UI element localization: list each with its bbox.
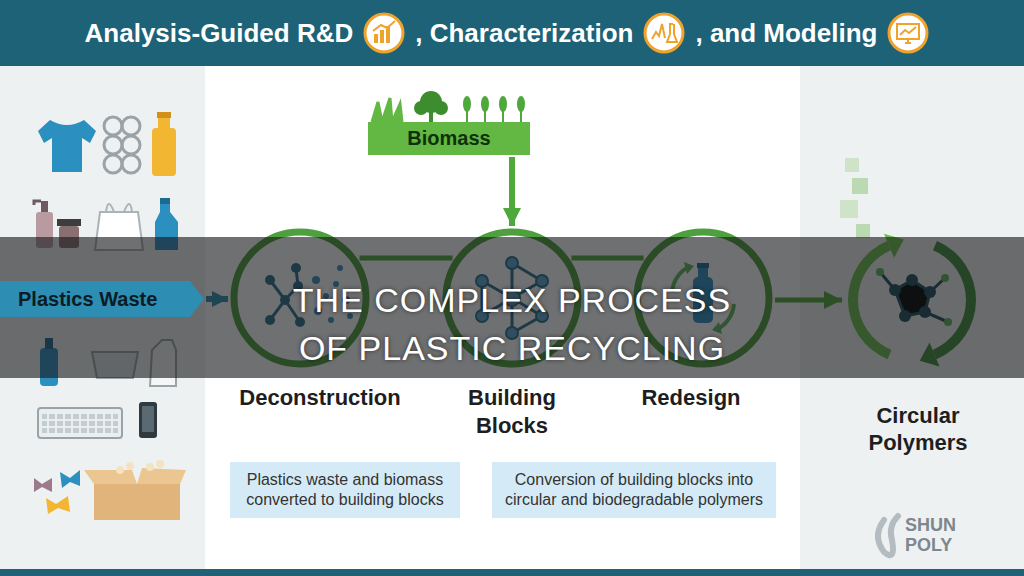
background (0, 569, 1024, 576)
plastic-items (160, 198, 170, 204)
plastic-items (57, 219, 81, 226)
plastic-items (34, 201, 41, 205)
plastic-items (94, 484, 180, 520)
stage-label: Building Blocks (447, 384, 577, 440)
title-bar: Analysis-Guided R&D , Characterization ,… (0, 0, 1024, 66)
stage-label: Redesign (641, 384, 740, 411)
modeling-icon (889, 14, 927, 52)
plastic-items (38, 408, 122, 438)
biomass-plants (499, 96, 507, 112)
analysis-icon (373, 21, 395, 31)
description-box: Plastics waste and biomass converted to … (230, 462, 460, 518)
biomass-plants (372, 98, 402, 122)
description-text: Plastics waste and biomass converted to … (240, 470, 450, 510)
plastic-items (46, 496, 70, 514)
faded-squares (856, 224, 870, 238)
box-label: Biomass (407, 127, 490, 150)
background (0, 0, 1024, 66)
output-label: Circular Polymers (843, 402, 993, 456)
plastic-items (104, 155, 122, 173)
plastic-items (38, 120, 96, 172)
analysis-icon (374, 34, 378, 43)
watermark-logo (878, 516, 898, 555)
plastic-items (60, 470, 80, 488)
faded-squares (840, 158, 870, 238)
plastic-items (104, 117, 122, 135)
band-label: Plastics Waste (0, 281, 157, 317)
biomass-plants (414, 101, 428, 115)
flow-connector (509, 157, 515, 226)
plastic-items (126, 462, 134, 470)
characterization-icon (645, 14, 683, 52)
title-part: Analysis-Guided R&D (85, 18, 354, 49)
characterization-icon (643, 12, 685, 54)
plastic-items (146, 463, 154, 471)
plastic-items (157, 112, 171, 118)
description-box: Conversion of building blocks into circu… (492, 462, 776, 518)
plastic-items (139, 402, 157, 438)
plastic-items (152, 128, 176, 176)
modeling-icon (887, 12, 929, 54)
overlay-caption: OF PLASTIC RECYCLING (299, 328, 725, 368)
plastic-items (106, 204, 132, 212)
input-arrow-band: Plastics Waste (0, 281, 204, 317)
plastic-items (104, 117, 140, 173)
plastic-items (42, 412, 118, 434)
characterization-icon (667, 24, 677, 42)
watermark: SHUN POLY (905, 515, 971, 555)
overlay-caption: THE COMPLEX PROCESS (293, 280, 731, 320)
plastic-items (122, 136, 140, 154)
biomass-plants (463, 96, 525, 122)
plastic-items (122, 117, 140, 135)
band-arrow (0, 281, 204, 317)
biomass-plants (463, 96, 471, 112)
modeling-icon (900, 27, 916, 43)
faded-squares (852, 178, 868, 194)
faded-squares (840, 200, 858, 218)
plastic-items (84, 468, 186, 484)
analysis-icon (363, 12, 405, 54)
source-box: Biomass (368, 122, 530, 155)
title-part: , and Modeling (695, 18, 877, 49)
plastic-items (156, 460, 164, 468)
biomass-plants (434, 101, 448, 115)
biomass-plants (372, 91, 525, 122)
plastic-items (116, 460, 164, 474)
plastic-items (116, 466, 124, 474)
analysis-icon (365, 14, 403, 52)
plastic-items (41, 201, 48, 212)
plastic-items (142, 406, 154, 432)
plastic-items (104, 136, 122, 154)
biomass-plants (481, 96, 489, 112)
plastic-items (122, 155, 140, 173)
characterization-icon (652, 24, 665, 39)
analysis-icon (380, 30, 384, 43)
plastic-items (34, 478, 52, 492)
title-part: , Characterization (415, 18, 633, 49)
plastic-items (158, 117, 170, 130)
stage-label: Deconstruction (239, 384, 400, 411)
faded-squares (845, 158, 859, 172)
watermark-logo (878, 516, 898, 555)
description-text: Conversion of building blocks into circu… (502, 470, 766, 510)
biomass-plants (517, 96, 525, 112)
